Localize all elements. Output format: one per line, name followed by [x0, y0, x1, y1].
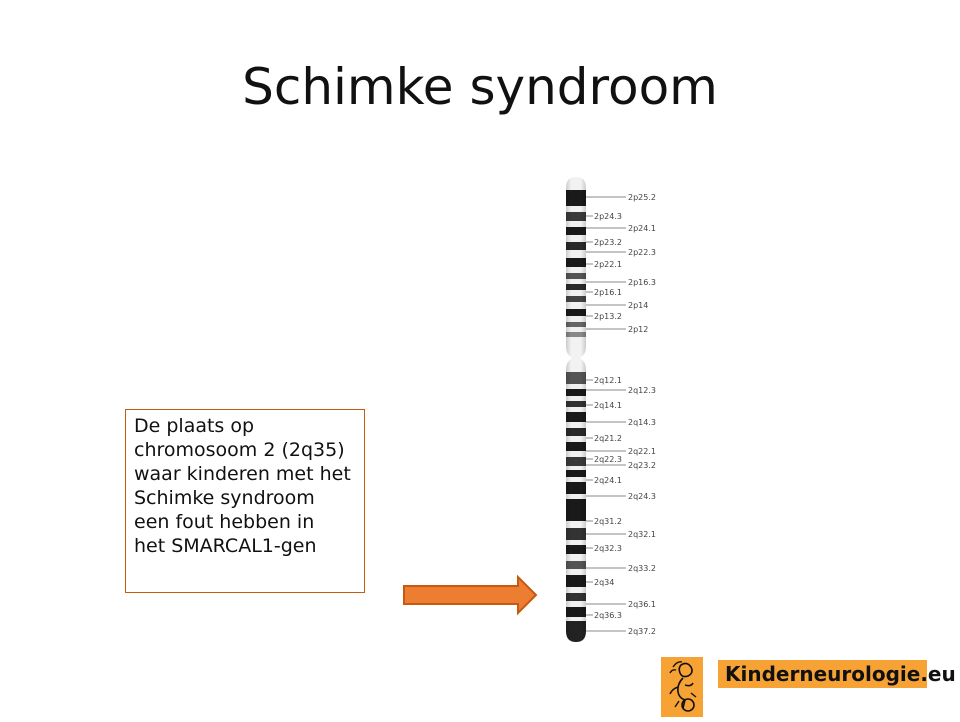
- left-band-labels: 2p24.3 2p23.2 2p22.1 2p16.1 2p13.2 2q12.1 2q14…: [586, 212, 622, 620]
- callout-line: De plaats op: [134, 415, 255, 437]
- callout-line: een fout hebben in: [134, 511, 315, 533]
- band-label: 2q24.1: [594, 476, 622, 485]
- band-label: 2q22.1: [628, 447, 656, 456]
- band-label: 2q37.2: [628, 627, 656, 636]
- band-label: 2p24.3: [594, 212, 622, 221]
- band-label: 2q22.3: [594, 455, 622, 464]
- band-label: 2p16.1: [594, 288, 622, 297]
- callout-line: Schimke syndroom: [134, 487, 315, 509]
- chromosome-body: [566, 177, 586, 642]
- slide-title: Schimke syndroom: [242, 58, 718, 116]
- band-label: 2q32.1: [628, 530, 656, 539]
- callout-line: waar kinderen met het: [134, 463, 351, 485]
- band-label: 2q31.2: [594, 517, 622, 526]
- band-label: 2q12.1: [594, 376, 622, 385]
- band-label: 2q23.2: [628, 461, 656, 470]
- band-label: 2q32.3: [594, 544, 622, 553]
- pointer-arrow: [403, 574, 538, 616]
- band-label: 2p24.1: [628, 224, 656, 233]
- callout-line: het SMARCAL1-gen: [134, 535, 317, 557]
- band-label: 2q21.2: [594, 434, 622, 443]
- band-label: 2q24.3: [628, 492, 656, 501]
- band-label: 2q34: [594, 578, 614, 587]
- logo-mark: [661, 657, 703, 717]
- band-label: 2p13.2: [594, 312, 622, 321]
- child-figure-icon: [669, 661, 697, 712]
- band-label: 2q36.1: [628, 600, 656, 609]
- logo-text: Kinderneurologie.eu: [718, 660, 956, 688]
- band-label: 2q12.3: [628, 386, 656, 395]
- arrow-shape: [403, 574, 538, 616]
- band-label: 2p23.2: [594, 238, 622, 247]
- band-label: 2q14.1: [594, 401, 622, 410]
- band-label: 2p22.1: [594, 260, 622, 269]
- chromosome-2-ideogram: 2p24.3 2p23.2 2p22.1 2p16.1 2p13.2 2q12.1 2q14…: [566, 177, 656, 642]
- band-label: 2p12: [628, 325, 648, 334]
- callout-line: chromosoom 2 (2q35): [134, 439, 345, 461]
- right-band-labels: 2p25.2 2p24.1 2p22.3 2p16.3 2p14 2p12 2q12.3 2q…: [586, 193, 656, 636]
- band-label: 2p14: [628, 301, 648, 310]
- band-label: 2q14.3: [628, 418, 656, 427]
- band-label: 2p25.2: [628, 193, 656, 202]
- band-label: 2p16.3: [628, 278, 656, 287]
- band-label: 2p22.3: [628, 248, 656, 257]
- band-label: 2q36.3: [594, 611, 622, 620]
- callout-box: De plaats op chromosoom 2 (2q35) waar ki…: [125, 409, 365, 593]
- band-label: 2q33.2: [628, 564, 656, 573]
